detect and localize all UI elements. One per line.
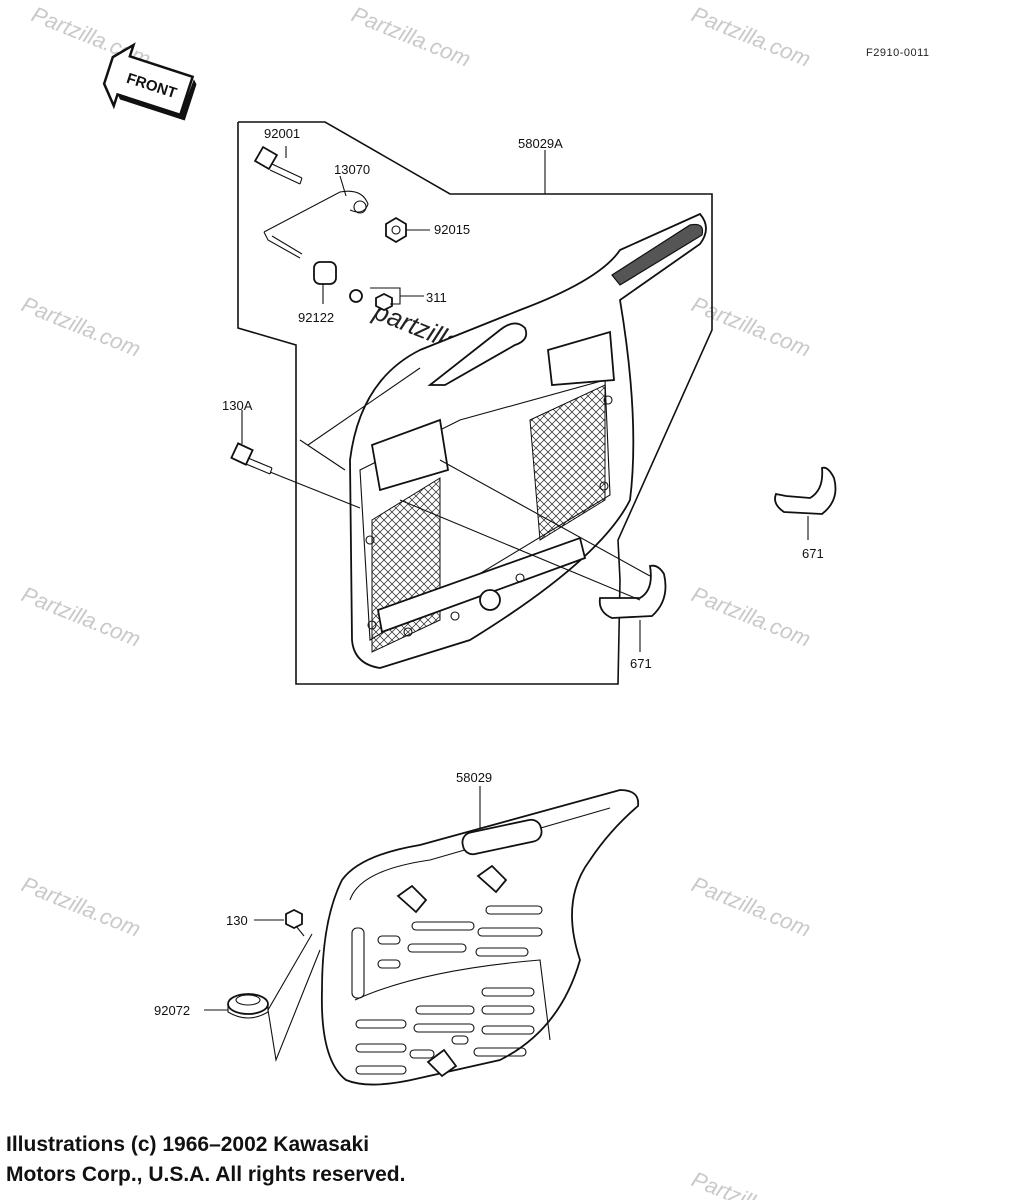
watermark: Partzilla.com bbox=[688, 581, 814, 651]
bolt-130A-icon bbox=[230, 442, 361, 509]
watermark: Partzilla.com bbox=[18, 581, 144, 651]
watermark: Partzilla.com bbox=[688, 1, 814, 71]
strap-671-right-icon bbox=[774, 466, 837, 515]
watermark: Partzilla.com bbox=[18, 871, 144, 941]
upper-boundary-line bbox=[237, 121, 713, 685]
copyright-notice: Illustrations (c) 1966–2002 Kawasaki Mot… bbox=[6, 1133, 406, 1186]
label-671-right: 671 bbox=[802, 546, 824, 561]
label-92072: 92072 bbox=[154, 1003, 190, 1018]
watermark: Partzilla.com bbox=[688, 291, 814, 361]
watermark: Partzilla.com bbox=[688, 871, 814, 941]
label-58029: 58029 bbox=[456, 770, 492, 785]
leader-lines-lower bbox=[204, 786, 481, 1063]
label-130A: 130A bbox=[222, 398, 253, 413]
watermark: Partzilla.com bbox=[688, 1166, 814, 1200]
leader-line bbox=[399, 499, 641, 601]
cover-vents bbox=[355, 905, 543, 1075]
watermark: Partzilla.com bbox=[18, 291, 144, 361]
fasteners-311-icon bbox=[349, 289, 393, 312]
grommet-92072-icon bbox=[227, 993, 269, 1019]
label-92001: 92001 bbox=[264, 126, 300, 141]
label-130: 130 bbox=[226, 913, 248, 928]
collar-92122-icon bbox=[313, 261, 337, 285]
label-13070: 13070 bbox=[334, 162, 370, 177]
saddlebag-58029A bbox=[299, 212, 707, 669]
figure-ref: F2910-0011 bbox=[866, 47, 930, 59]
label-92015: 92015 bbox=[434, 222, 470, 237]
bracket-13070-icon bbox=[263, 190, 369, 259]
label-311: 311 bbox=[426, 290, 447, 305]
bolt-130-icon bbox=[285, 908, 305, 937]
bolt-92001-icon bbox=[253, 145, 303, 185]
nut-92015-icon bbox=[385, 216, 407, 244]
side-cover-58029 bbox=[320, 789, 640, 1086]
label-671-lower: 671 bbox=[630, 656, 652, 671]
strap-671-lower-icon bbox=[598, 564, 667, 619]
label-92122: 92122 bbox=[298, 310, 334, 325]
leader-line bbox=[439, 459, 651, 577]
label-58029A: 58029A bbox=[518, 136, 563, 151]
leader-lines-upper bbox=[241, 146, 809, 652]
front-arrow-icon: FRONT bbox=[102, 42, 197, 121]
watermark: Partzilla.com bbox=[348, 1, 474, 71]
